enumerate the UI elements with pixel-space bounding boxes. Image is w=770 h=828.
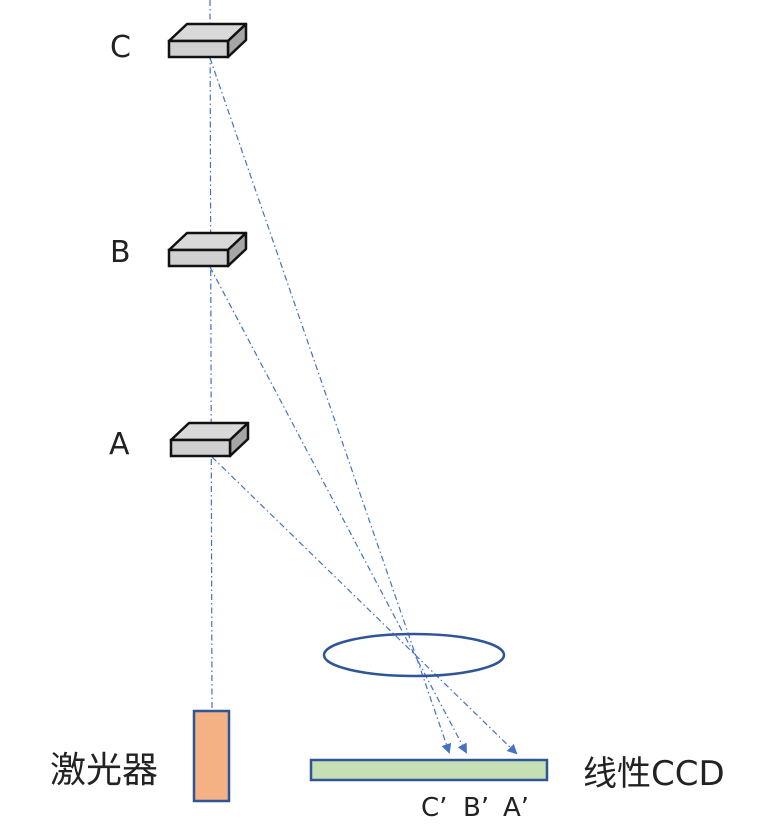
object-b-front <box>167 248 230 268</box>
object-c <box>167 22 248 59</box>
laser-source <box>192 709 231 803</box>
image-point-a: A’ <box>503 793 529 823</box>
lens <box>322 632 506 678</box>
reflected-ray-a <box>211 456 518 755</box>
object-a <box>169 421 250 458</box>
object-a-label: A <box>109 427 130 462</box>
object-b <box>167 231 248 268</box>
reflected-ray-b <box>209 266 467 754</box>
linear-ccd <box>309 758 549 782</box>
object-c-front <box>167 39 230 59</box>
object-b-label: B <box>110 235 131 270</box>
laser-label: 激光器 <box>50 750 158 791</box>
object-a-front <box>169 438 232 458</box>
image-point-c: C’ <box>421 793 447 823</box>
reflected-ray-c <box>209 57 452 754</box>
ccd-label: 线性CCD <box>583 754 725 794</box>
laser-beam <box>209 0 213 711</box>
object-c-label: C <box>110 30 131 65</box>
image-point-b: B’ <box>463 793 489 823</box>
